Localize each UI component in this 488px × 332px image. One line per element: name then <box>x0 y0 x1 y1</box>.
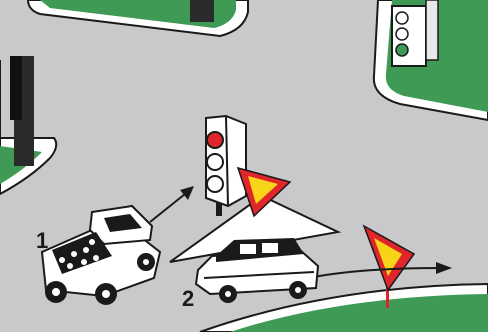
traffic-light-top-right <box>392 0 438 66</box>
yellow-light <box>207 154 223 170</box>
vehicle-1-label: 1 <box>36 228 48 253</box>
red-light <box>207 132 223 148</box>
vehicle-2-label: 2 <box>182 286 194 311</box>
traffic-light-top-background <box>190 0 214 22</box>
green-light <box>207 176 223 192</box>
